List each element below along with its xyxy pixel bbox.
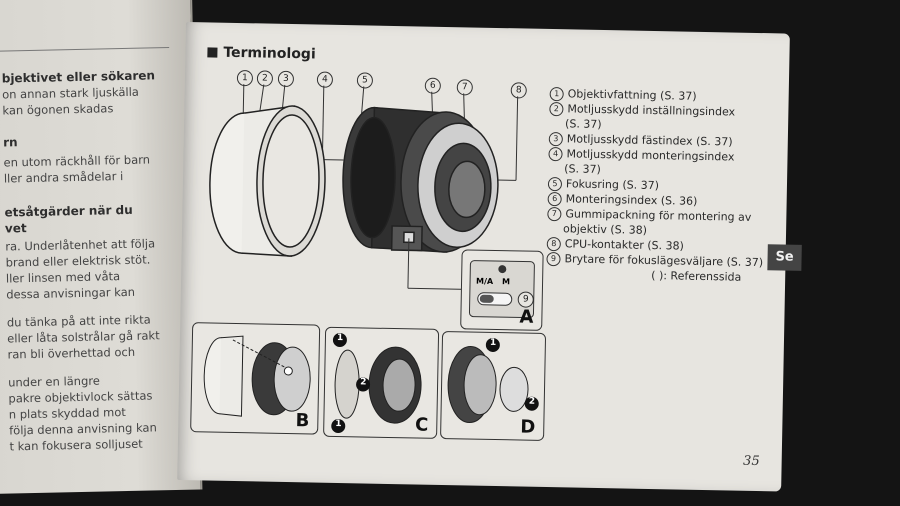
- panel-c: 1 2 1 C: [323, 326, 440, 439]
- panel-b: B: [190, 322, 321, 435]
- left-text-line: on annan stark ljuskälla: [1, 84, 140, 102]
- left-text-line: rn: [2, 135, 18, 150]
- list-number: 8: [546, 236, 561, 252]
- step-c-1: 1: [336, 332, 344, 344]
- left-text-line: etsåtgärder när du: [4, 202, 133, 220]
- list-number: 1: [549, 86, 564, 102]
- left-page-rule: [0, 47, 170, 52]
- panel-a: M/A M 9 A: [460, 249, 544, 331]
- step-c-3: 1: [335, 418, 342, 430]
- list-number: 2: [549, 101, 564, 117]
- rear-cap-illustration: [447, 337, 539, 424]
- left-text-line: brand eller elektrisk stöt.: [5, 252, 151, 270]
- left-page: bjektivet eller sökaren on annan stark l…: [0, 0, 203, 494]
- language-tab: Se: [767, 244, 802, 271]
- list-text: Fokusring (S. 37): [565, 177, 660, 193]
- step-c-2: 2: [360, 377, 367, 388]
- left-text-line: du tänka på att inte rikta: [6, 312, 151, 330]
- switch-label-ma: M/A: [475, 276, 494, 286]
- left-text-line: dessa anvisningar kan: [6, 284, 136, 302]
- page-number: 35: [742, 453, 760, 470]
- lens-body: [342, 106, 499, 253]
- list-number: 3: [548, 131, 563, 147]
- list-number: 6: [547, 191, 562, 207]
- lens-hood: [209, 105, 326, 257]
- left-text-line: ran bli överhettad och: [7, 344, 136, 362]
- list-number: 4: [548, 146, 563, 162]
- left-text-line: eller låta solstrålar gå rakt: [7, 328, 160, 346]
- panel-letter-a: A: [519, 306, 534, 328]
- left-text-line: ller linsen med våta: [5, 269, 121, 286]
- panel-d: 1 2 D: [440, 330, 547, 441]
- list-number: 7: [547, 206, 562, 222]
- left-text-line: bjektivet eller sökaren: [1, 68, 156, 86]
- step-d-2: 2: [528, 396, 536, 407]
- hood-mount-illustration: [203, 335, 311, 417]
- left-text-line: ra. Underlåtenhet att följa: [5, 236, 156, 254]
- left-text-line: ller andra smådelar i: [3, 169, 124, 186]
- lens-cap-illustration: [331, 333, 422, 433]
- panel-letter-d: D: [520, 416, 536, 438]
- left-text-line: en utom räckhåll för barn: [3, 152, 151, 170]
- lens-diagram: [209, 84, 519, 290]
- step-d-1: 1: [489, 337, 497, 349]
- right-page: Terminologi 1 2 3 4 5 6 7 8: [177, 22, 802, 492]
- left-text-line: vet: [4, 221, 27, 236]
- left-text-line: kan ögonen skadas: [2, 101, 114, 118]
- panel-letter-c: C: [414, 414, 429, 436]
- reference-note: ( ): Referenssida: [651, 268, 742, 284]
- list-number: 5: [547, 176, 563, 192]
- panel-letter-b: B: [295, 410, 310, 432]
- list-number: 9: [546, 251, 561, 267]
- switch-label-m: M: [501, 277, 511, 287]
